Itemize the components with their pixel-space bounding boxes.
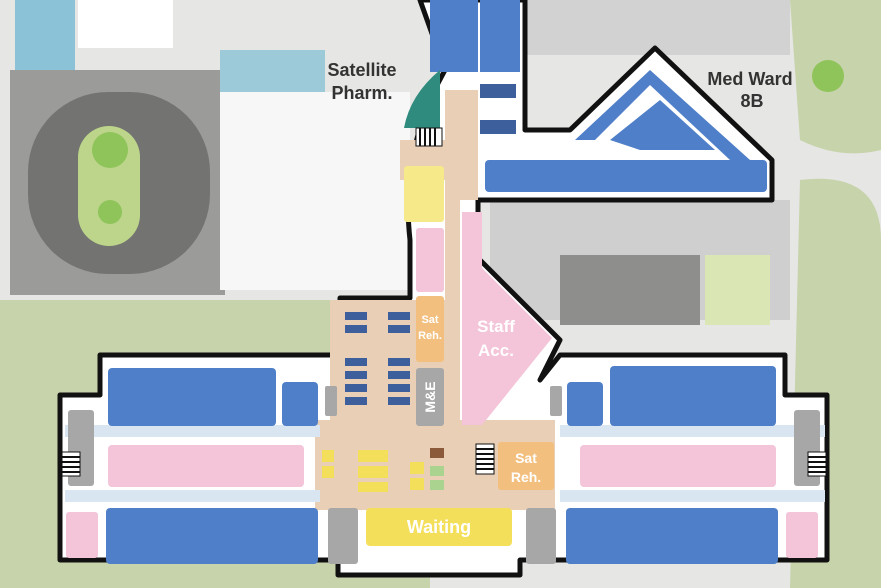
building-white-left (78, 0, 173, 48)
corridor-left-wing-2 (65, 490, 320, 502)
stairs-icon (807, 451, 827, 477)
chair (430, 480, 444, 490)
chair (410, 462, 424, 474)
satellite-pharm-label: Pharm. (331, 83, 392, 103)
desk (388, 384, 410, 392)
desk (345, 358, 367, 366)
desk (345, 312, 367, 320)
tree-icon (98, 200, 122, 224)
desk (388, 397, 410, 405)
chair (358, 450, 388, 462)
desk (388, 358, 410, 366)
corridor-right-wing-2 (560, 490, 825, 502)
building-white-center (220, 92, 410, 290)
desk (480, 120, 516, 134)
staff-room (108, 445, 304, 487)
stairs-icon (415, 127, 443, 147)
ward-room (610, 366, 776, 426)
building-green-mid (705, 255, 770, 325)
ward-rooms (106, 0, 778, 564)
service-room (328, 508, 358, 564)
sat-reh-upper-label: Sat (421, 314, 438, 326)
furniture (322, 84, 516, 492)
chair (430, 448, 444, 458)
ward-room (282, 382, 318, 426)
staff-areas (66, 212, 818, 558)
corridor-left-wing (65, 425, 320, 437)
desk (345, 325, 367, 333)
chair (410, 478, 424, 490)
med-ward-label: 8B (740, 91, 763, 111)
desk (388, 312, 410, 320)
med-ward-wing (575, 70, 750, 160)
ward-room (567, 382, 603, 426)
ward-room (106, 508, 318, 564)
building-grey-top (510, 0, 790, 55)
ward-room (108, 368, 276, 426)
stairs-icon (475, 443, 495, 475)
desk (388, 325, 410, 333)
waiting-room (366, 508, 512, 546)
service-room (526, 508, 556, 564)
corridors (65, 90, 825, 510)
chair (430, 466, 444, 476)
sat-reh-lower-label: Reh. (511, 469, 541, 485)
pharmacy-room (404, 70, 440, 128)
m-and-e-label: M&E (422, 381, 438, 412)
staff-acc-label: Staff (477, 317, 515, 336)
chair (358, 466, 388, 478)
staff-room (416, 228, 444, 292)
corridor-right-wing (560, 425, 825, 437)
desk (345, 397, 367, 405)
ward-room-top (480, 0, 520, 72)
med-ward-label: Med Ward (707, 69, 792, 89)
sat-reh-upper-room (416, 296, 444, 362)
staff-room (580, 445, 776, 487)
staff-room (66, 512, 98, 558)
satellite-pharm-label: Satellite (327, 60, 396, 80)
desk (480, 84, 516, 98)
ward-room (566, 508, 778, 564)
building-dark-mid (560, 255, 700, 325)
sat-reh-upper-label: Reh. (418, 330, 442, 342)
staff-room (786, 512, 818, 558)
chair (358, 482, 388, 492)
sat-reh-lower-label: Sat (515, 450, 537, 466)
stairs (61, 127, 827, 477)
staff-acc-label: Acc. (478, 341, 514, 360)
building-blue-left (220, 50, 325, 92)
chair (322, 466, 334, 478)
staff-acc-room (462, 212, 552, 425)
service-room (416, 368, 444, 426)
chair (322, 450, 334, 462)
labels: Satellite Pharm. Med Ward 8B Staff Acc. … (327, 60, 792, 537)
service-room (550, 386, 562, 416)
parking-block (15, 0, 75, 70)
desk (388, 371, 410, 379)
ward-room-top (430, 0, 478, 72)
desk (345, 371, 367, 379)
service-room (325, 386, 337, 416)
ward-room-top (485, 160, 767, 192)
tree-icon (92, 132, 128, 168)
yellow-room (404, 166, 444, 222)
desk (345, 384, 367, 392)
sat-reh-lower-room (498, 442, 554, 490)
stairs-icon (61, 451, 81, 477)
tree-icon (812, 60, 844, 92)
waiting-label: Waiting (407, 517, 471, 537)
med-ward-wing-inner (610, 100, 715, 150)
